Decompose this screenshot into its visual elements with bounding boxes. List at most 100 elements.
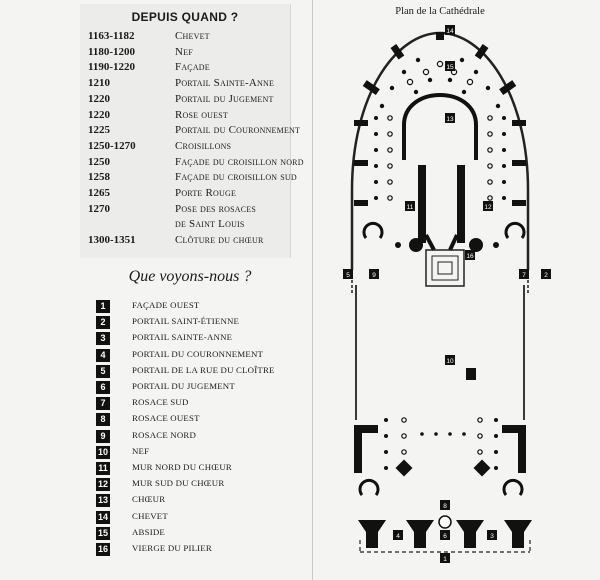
pillar-dot bbox=[466, 78, 474, 86]
legend-item: 16Vierge du pilier bbox=[96, 542, 306, 558]
pillar-dot bbox=[387, 147, 393, 153]
date-years: 1163-1182 bbox=[88, 30, 135, 42]
pillar-dot bbox=[374, 180, 378, 184]
legend-number-badge: 12 bbox=[96, 478, 110, 492]
pillar-dot bbox=[374, 196, 378, 200]
legend-number-badge: 7 bbox=[96, 397, 110, 411]
plan-marker: 9 bbox=[369, 269, 379, 279]
legend-label: Abside bbox=[132, 526, 165, 537]
pillar-dot bbox=[384, 434, 388, 438]
legend-label: Façade ouest bbox=[132, 300, 200, 310]
plan-marker-label: 15 bbox=[446, 64, 454, 71]
legend-number-badge: 5 bbox=[96, 364, 110, 378]
legend-item: 12 Mur sud du chœur bbox=[96, 477, 306, 493]
plan-marker: 13 bbox=[445, 113, 455, 123]
plan-marker-label: 13 bbox=[446, 116, 454, 123]
date-event: Pose des rosaces bbox=[175, 202, 257, 215]
date-years: 1210 bbox=[88, 77, 110, 90]
date-event: Façade du croisillon sud bbox=[175, 171, 297, 184]
pillar-dot bbox=[477, 433, 483, 439]
pillar-dot bbox=[448, 432, 452, 436]
pillar-dot bbox=[502, 180, 506, 184]
legend-item: 2Portail saint-étienne bbox=[96, 315, 306, 331]
plan-marker: 15 bbox=[445, 61, 455, 71]
pillar-dot bbox=[427, 77, 433, 83]
date-event: Façade bbox=[175, 61, 210, 74]
legend-number-badge: 1 bbox=[96, 300, 110, 313]
pillar-dot bbox=[494, 434, 498, 438]
legend-item: 4Portail du couronnement bbox=[96, 348, 306, 364]
legend-item: 9Rosace nord bbox=[96, 429, 306, 445]
date-event: Portail Sainte-Anne bbox=[175, 77, 275, 90]
pillar-dot bbox=[434, 432, 438, 436]
plan-marker-label: 2 bbox=[544, 272, 548, 279]
legend-number-badge: 8 bbox=[96, 413, 110, 427]
legend-item: 6 Portail du jugement bbox=[96, 380, 306, 396]
legend-label: Chevet bbox=[132, 510, 168, 521]
legend-item: 13Chœur bbox=[96, 493, 306, 509]
legend-item: 15Abside bbox=[96, 526, 306, 542]
date-years: 1190-1220 bbox=[88, 61, 136, 74]
plan-marker-label: 4 bbox=[396, 533, 400, 540]
date-years: 1220 bbox=[88, 92, 110, 105]
date-event: Porte Rouge bbox=[175, 187, 237, 199]
pillar-dot bbox=[502, 196, 506, 200]
dates-title: DEPUIS QUAND ? bbox=[131, 10, 239, 24]
legend-item: 3Portail sainte-anne bbox=[96, 331, 306, 347]
plan-marker-label: 10 bbox=[446, 358, 454, 365]
legend-item: 11Mur nord du chœur bbox=[96, 461, 306, 477]
pillar-dot bbox=[387, 195, 393, 201]
date-event: Portail du Couronnement bbox=[175, 124, 301, 137]
pillar-dot bbox=[494, 466, 498, 470]
legend-item: 7Rosace sud bbox=[96, 396, 306, 412]
pillar-dot bbox=[384, 418, 388, 422]
plan-marker: 16 bbox=[465, 250, 475, 260]
pillar-dot bbox=[502, 148, 506, 152]
pillar-dot bbox=[502, 116, 506, 120]
legend-number-badge: 13 bbox=[96, 494, 110, 508]
legend-label: Portail du jugement bbox=[132, 381, 235, 391]
plan-marker-label: 9 bbox=[372, 272, 376, 279]
legend-number-badge: 6 bbox=[96, 381, 110, 394]
legend-number-badge: 10 bbox=[96, 445, 110, 459]
date-years: 1265 bbox=[88, 187, 110, 199]
legend-title: Que voyons-nous ? bbox=[128, 268, 252, 285]
legend-label: Vierge du pilier bbox=[132, 543, 212, 553]
pillar-dot bbox=[422, 68, 430, 76]
date-years: 1225 bbox=[88, 124, 110, 137]
date-years: 1220 bbox=[88, 108, 110, 121]
plan-marker-label: 3 bbox=[490, 533, 494, 540]
legend-label: Mur sud du chœur bbox=[132, 478, 225, 489]
legend-item: 1 Façade ouest bbox=[96, 299, 306, 315]
date-years: 1250 bbox=[88, 155, 110, 168]
legend-number-badge: 14 bbox=[96, 510, 110, 524]
legend-label: Portail du couronnement bbox=[132, 348, 264, 359]
plan-marker-label: 16 bbox=[466, 253, 474, 260]
pillar-dot bbox=[502, 132, 506, 136]
pillar-dot bbox=[487, 115, 493, 121]
pillar-dot bbox=[401, 433, 407, 439]
date-event: Façade du croisillon nord bbox=[175, 155, 304, 168]
pillar-dot bbox=[379, 103, 385, 109]
cathedral-plan: Plan de la Cathédrale bbox=[326, 0, 600, 580]
pillar-dot bbox=[374, 116, 378, 120]
pillar-dot bbox=[387, 115, 393, 121]
legend-label: Portail sainte-anne bbox=[132, 332, 233, 343]
legend-item: 14 Chevet bbox=[96, 510, 306, 526]
pillar-dot bbox=[401, 69, 407, 75]
pillar-dot bbox=[495, 103, 501, 109]
date-years: 1180-1200 bbox=[88, 45, 136, 58]
legend-number-badge: 9 bbox=[96, 429, 110, 443]
plan-title: Plan de la Cathédrale bbox=[395, 6, 485, 17]
legend-number-badge: 11 bbox=[96, 462, 110, 475]
pillar-dot bbox=[406, 78, 414, 86]
pillar-dot bbox=[461, 89, 467, 95]
pillar-dot bbox=[485, 85, 491, 91]
date-years: 1270 bbox=[88, 202, 110, 215]
pillar-dot bbox=[384, 466, 388, 470]
page-fold bbox=[312, 0, 313, 580]
date-years: 1258 bbox=[88, 171, 110, 184]
